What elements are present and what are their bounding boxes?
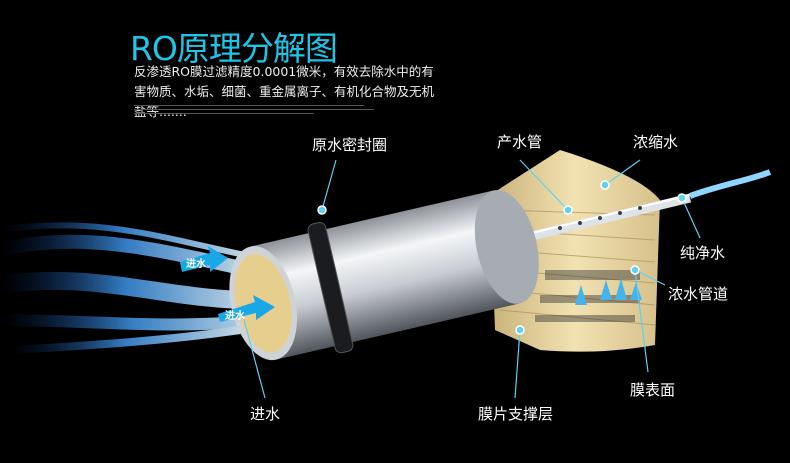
- label-pure-water: 纯净水: [680, 244, 726, 262]
- label-seal-ring: 原水密封圈: [312, 136, 388, 154]
- label-concentrate-channel: 浓水管道: [668, 285, 729, 303]
- label-product-pipe: 产水管: [497, 133, 543, 151]
- label-inlet: 进水: [250, 405, 281, 423]
- page-title: RO原理分解图: [130, 29, 338, 68]
- label-concentrate: 浓缩水: [633, 133, 679, 151]
- fine-print-lines: [134, 102, 374, 120]
- ro-cylinder: [229, 189, 539, 361]
- leader-lines: [242, 159, 701, 399]
- description: 反渗透RO膜过滤精度0.0001微米，有效去除水中的有害物质、水垢、细菌、重金属…: [134, 64, 435, 119]
- product-water-pipe: [513, 169, 772, 245]
- label-membrane-surface: 膜表面: [630, 381, 676, 399]
- water-jets: [180, 246, 275, 322]
- membrane-roll: [490, 150, 660, 352]
- seal-ring: [307, 221, 354, 354]
- inlet-arrow-tag: 进水: [225, 311, 245, 322]
- label-support-layer: 膜片支撑层: [478, 405, 554, 423]
- inlet-water-stream: [0, 222, 261, 354]
- inlet-arrow-tag: 进水: [186, 259, 206, 270]
- leader-dots: [317, 180, 687, 335]
